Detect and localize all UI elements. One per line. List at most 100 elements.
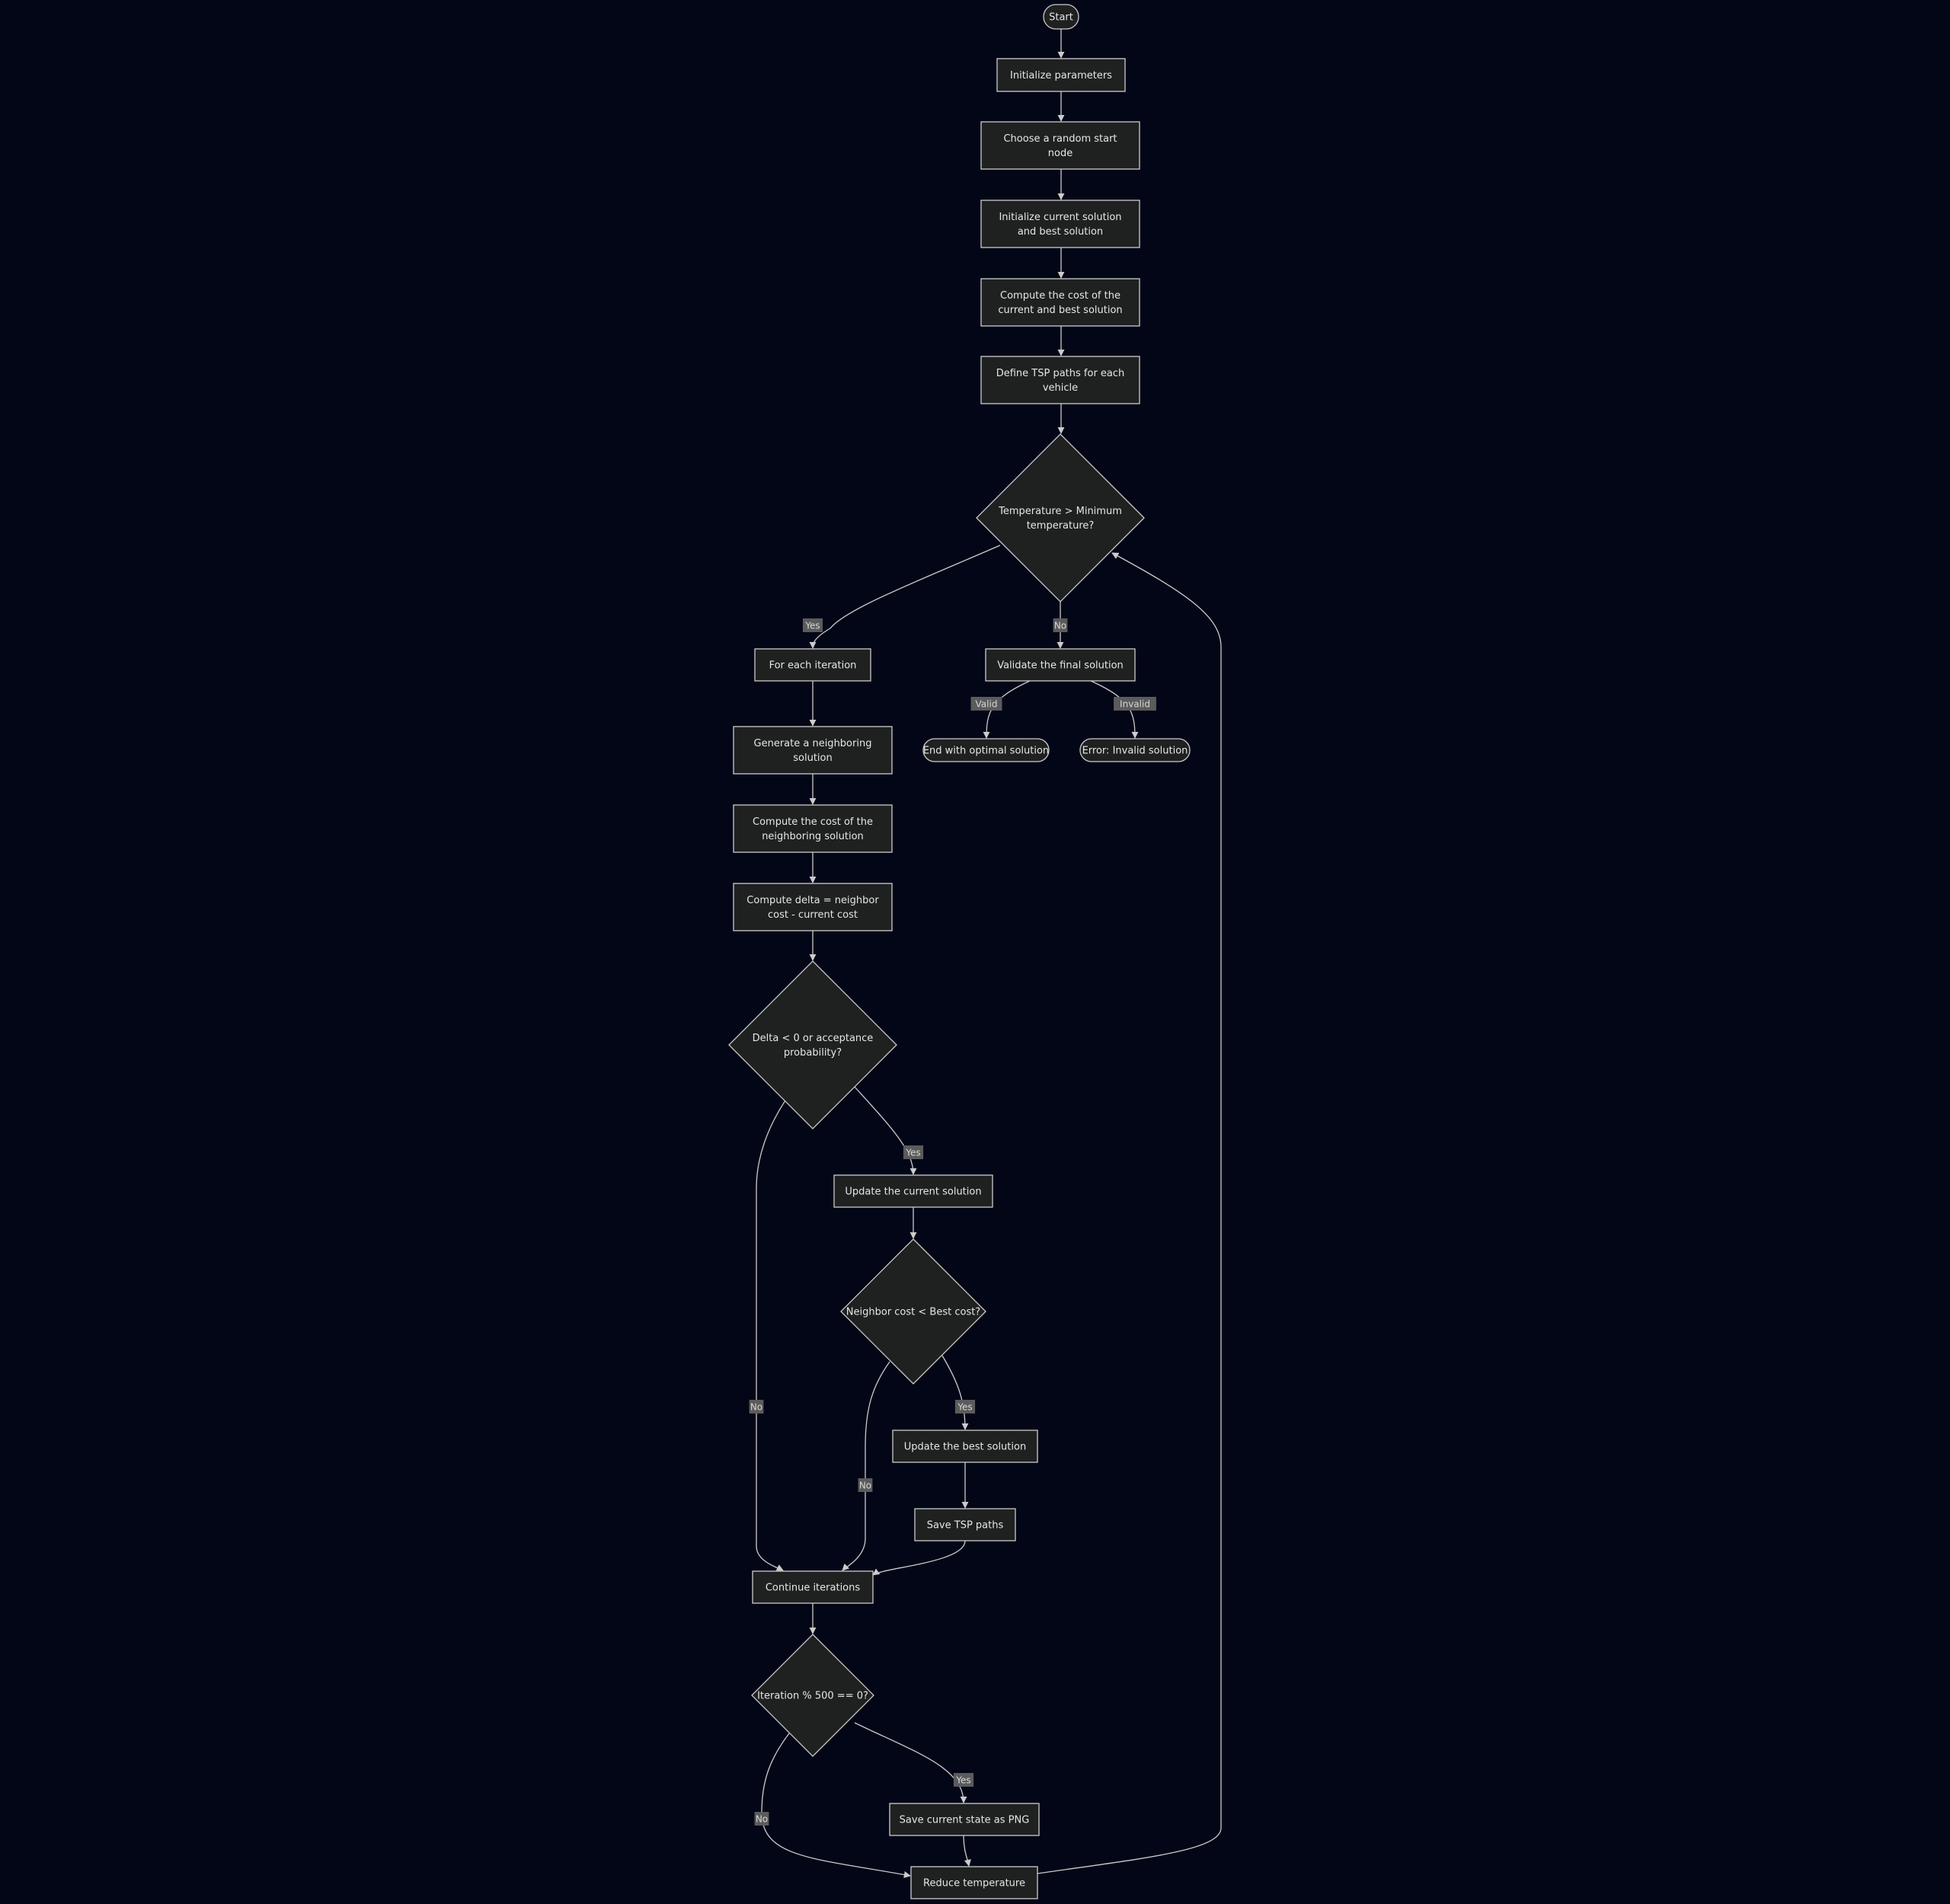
node-label-line: temperature? [1027,520,1095,532]
node-box [752,1570,874,1604]
edge-label-best-yes: Yes [954,1400,976,1414]
node-box [889,1803,1040,1836]
node-decision [840,1238,986,1385]
node-start: Start [1043,4,1079,30]
node-random-start: Choose a random start node [980,121,1140,170]
edge-label-text: Yes [804,621,820,631]
edge-nbest-yes [941,1355,969,1430]
node-label-line: Temperature > Minimum [998,506,1122,517]
node-label-line: For each iteration [769,660,857,672]
node-label-line: neighboring solution [762,831,864,842]
edge-label-iter-no: No [754,1812,769,1826]
edge-iter-yes [854,1722,967,1803]
node-temp-check: Temperature > Minimum temperature? [976,433,1145,602]
node-decision [976,433,1145,602]
node-label-line: Delta < 0 or acceptance [753,1033,874,1044]
node-label-line: Reduce temperature [923,1878,1025,1890]
edge-nbest-no [842,1361,890,1571]
edge-label-text: Yes [905,1148,920,1158]
node-label-line: Continue iterations [766,1583,861,1594]
node-box [733,804,893,853]
node-terminal [922,738,1050,762]
node-label-line: Error: Invalid solution [1082,746,1188,757]
node-box [914,1508,1016,1541]
node-label-line: cost - current cost [768,909,858,921]
node-label-line: Compute the cost of the [1000,290,1120,302]
edge-temp-foreach [809,545,1001,649]
node-init-params: Initialize parameters [996,58,1126,92]
node-update-current: Update the current solution [833,1174,993,1208]
edge-label-invalid: Invalid [1114,697,1156,711]
node-label-line: Compute delta = neighbor [746,895,879,906]
node-label-line: Update the current solution [845,1187,981,1198]
edge-label-text: Yes [957,1402,972,1413]
edge-label-temp-no: No [1053,618,1068,632]
edge-label-bg [970,697,1002,711]
node-box [980,278,1140,327]
edge-label-valid: Valid [970,697,1002,711]
node-save-png: Save current state as PNG [889,1803,1040,1836]
edge-delta-yes [853,1085,917,1175]
edge-label-delta-no: No [749,1400,764,1414]
node-label-line: Initialize parameters [1010,70,1112,81]
node-label-line: Start [1049,12,1073,24]
node-label-line: Choose a random start [1003,133,1117,145]
edge-label-iter-yes: Yes [953,1773,974,1787]
node-terminal [1043,4,1079,30]
edge-label-temp-yes: Yes [802,618,823,632]
node-box [985,648,1136,682]
node-box [980,121,1140,170]
node-end-optimal: End with optimal solution [922,738,1050,762]
edge-label-delta-yes: Yes [903,1145,924,1159]
edge-label-bg [858,1478,873,1492]
node-decision [728,960,897,1129]
node-reduce-temp: Reduce temperature [910,1866,1038,1899]
node-for-each: For each iteration [754,648,871,682]
node-label-line: End with optimal solution [923,746,1049,757]
edges [756,29,1222,1878]
edge-label-bg [749,1400,764,1414]
edge-label-best-no: No [858,1478,873,1492]
node-label-line: Save TSP paths [927,1520,1004,1532]
node-label-line: Iteration % 500 == 0? [757,1691,868,1702]
node-validate: Validate the final solution [985,648,1136,682]
edge-label-bg [1114,697,1156,711]
node-box [996,58,1126,92]
node-box [733,883,893,931]
edge-label-text: No [750,1402,762,1413]
edge-label-text: Invalid [1120,699,1150,710]
edge-label-bg [954,1400,976,1414]
edge-label-bg [754,1812,769,1826]
node-decision [751,1634,874,1757]
node-save-tsp: Save TSP paths [914,1508,1016,1541]
node-label-line: solution [793,752,832,764]
node-label-line: current and best solution [998,305,1122,316]
node-box [754,648,871,682]
node-continue-iter: Continue iterations [752,1570,874,1604]
node-compute-delta: Compute delta = neighbor cost - current c… [733,883,893,931]
node-label-line: node [1048,148,1072,159]
edge-label-bg [953,1773,974,1787]
edge-reduce-temp [1037,552,1222,1874]
node-update-best: Update the best solution [892,1430,1038,1463]
edge-delta-no [756,1100,786,1571]
node-label-line: Neighbor cost < Best cost? [846,1307,980,1318]
node-cost-neighbor: Compute the cost of the neighboring solut… [733,804,893,853]
node-compute-cost: Compute the cost of the current and best … [980,278,1140,327]
node-box [910,1866,1038,1899]
edge-label-bg [903,1145,924,1159]
edge-label-bg [802,618,823,632]
node-terminal [1079,738,1191,762]
node-box [892,1430,1038,1463]
node-box [980,356,1140,404]
node-label-line: Save current state as PNG [900,1815,1030,1826]
node-box [833,1174,993,1208]
edge-label-text: No [756,1814,768,1825]
node-label-line: Compute the cost of the [753,816,873,828]
edge-label-bg [1053,618,1068,632]
